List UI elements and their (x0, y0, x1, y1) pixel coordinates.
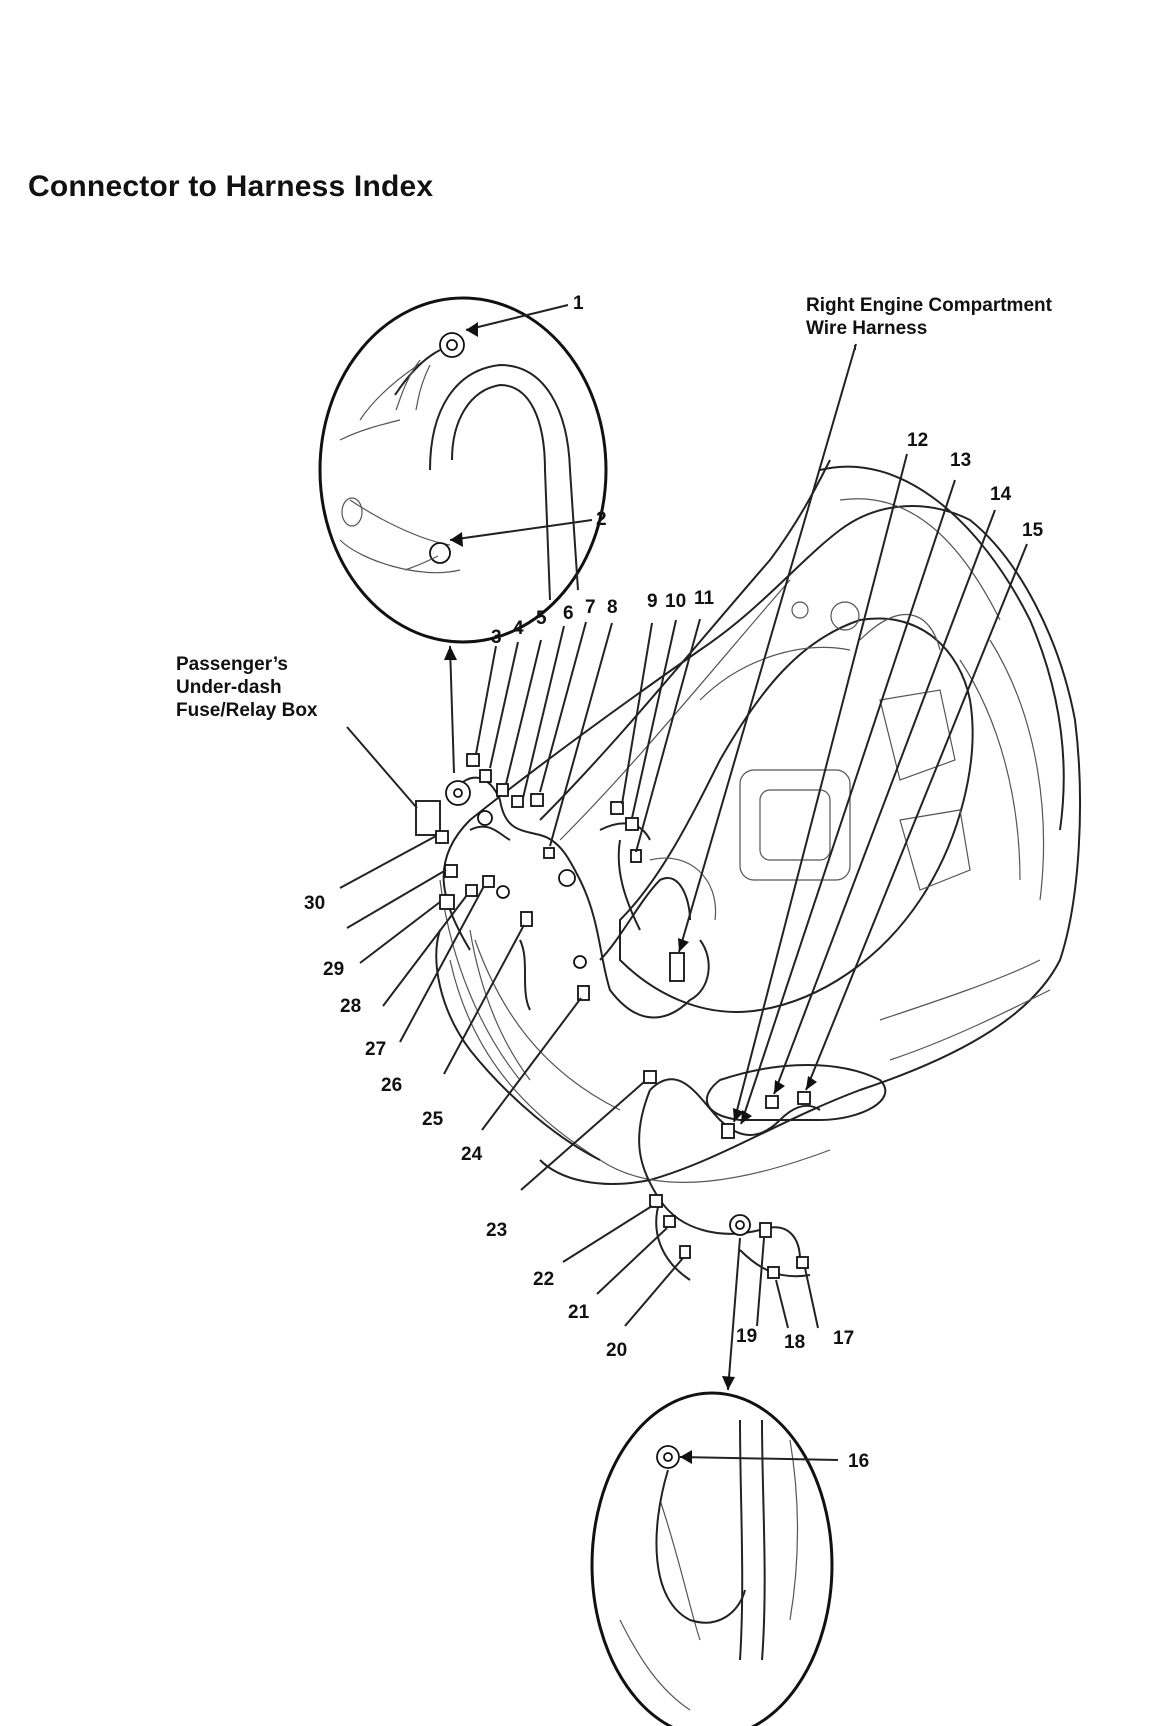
passenger-label-line-2: Under-dash (176, 677, 282, 698)
connector-26 (482, 875, 495, 888)
connector-9 (625, 817, 639, 831)
callout-6: 6 (563, 603, 574, 624)
connector-6 (530, 793, 544, 807)
connector-29 (444, 864, 458, 878)
arrow-heads (444, 322, 817, 1464)
passenger-label-line-1: Passenger’s (176, 654, 288, 675)
passenger-label-line-3: Fuse/Relay Box (176, 700, 318, 721)
callout-24: 24 (461, 1144, 483, 1165)
connector-24 (577, 985, 590, 1001)
callout-1: 1 (573, 293, 584, 314)
connector-8 (610, 801, 624, 815)
callout-numbers: 1 2 3 4 5 6 7 8 9 10 11 12 13 14 15 16 1… (304, 293, 1044, 1472)
passenger-fuse-relay-box (415, 800, 441, 836)
connector-27 (465, 884, 478, 897)
connectors (415, 753, 811, 1279)
callout-19: 19 (736, 1326, 757, 1347)
connector-15 (797, 1091, 811, 1105)
callout-2: 2 (596, 509, 607, 530)
callout-12: 12 (907, 430, 928, 451)
connector-28 (439, 894, 455, 910)
callout-20: 20 (606, 1340, 627, 1361)
connector-19 (759, 1222, 772, 1238)
callout-26: 26 (381, 1075, 402, 1096)
callout-25: 25 (422, 1109, 444, 1130)
callout-14: 14 (990, 484, 1012, 505)
car-body-illustration (435, 459, 1081, 1185)
harness-label-line-2: Wire Harness (806, 318, 928, 339)
connector-21 (663, 1215, 676, 1228)
connector-20 (679, 1245, 691, 1259)
connector-3b (466, 753, 480, 767)
callout-10: 10 (665, 591, 686, 612)
top-detail-inset (318, 296, 608, 644)
callout-9: 9 (647, 591, 658, 612)
wire-harness (454, 776, 821, 1281)
connector-12-13 (721, 1123, 735, 1139)
callout-4: 4 (513, 618, 524, 639)
callout-16: 16 (848, 1451, 869, 1472)
passenger-fuse-box-label: Passenger’s Under-dash Fuse/Relay Box (176, 653, 318, 722)
callout-13: 13 (950, 450, 971, 471)
connector-11 (669, 952, 685, 982)
callout-29: 29 (323, 959, 344, 980)
right-engine-harness-label: Right Engine Compartment Wire Harness (806, 294, 1052, 340)
bottom-detail-inset (590, 1391, 834, 1726)
callout-23: 23 (486, 1220, 507, 1241)
connector-4 (496, 783, 509, 797)
callout-15: 15 (1022, 520, 1044, 541)
connector-23 (643, 1070, 657, 1084)
connector-18 (767, 1266, 780, 1279)
callout-5: 5 (536, 608, 547, 629)
connector-5 (511, 795, 524, 808)
connector-14 (765, 1095, 779, 1109)
callout-7: 7 (585, 597, 596, 618)
callout-21: 21 (568, 1302, 590, 1323)
callout-22: 22 (533, 1269, 554, 1290)
callout-17: 17 (833, 1328, 854, 1349)
callout-18: 18 (784, 1332, 805, 1353)
callout-30: 30 (304, 893, 325, 914)
callout-27: 27 (365, 1039, 386, 1060)
connector-25 (520, 911, 533, 927)
connector-22 (649, 1194, 663, 1208)
callout-8: 8 (607, 597, 618, 618)
connector-3 (479, 769, 492, 783)
connector-7 (543, 847, 555, 859)
harness-label-line-1: Right Engine Compartment (806, 295, 1052, 316)
connector-17 (796, 1256, 809, 1269)
callout-11: 11 (694, 588, 715, 609)
callout-3: 3 (491, 627, 502, 648)
leader-lines (339, 304, 1028, 1461)
page-title: Connector to Harness Index (28, 170, 434, 203)
callout-28: 28 (340, 996, 361, 1017)
connector-30 (435, 830, 449, 844)
